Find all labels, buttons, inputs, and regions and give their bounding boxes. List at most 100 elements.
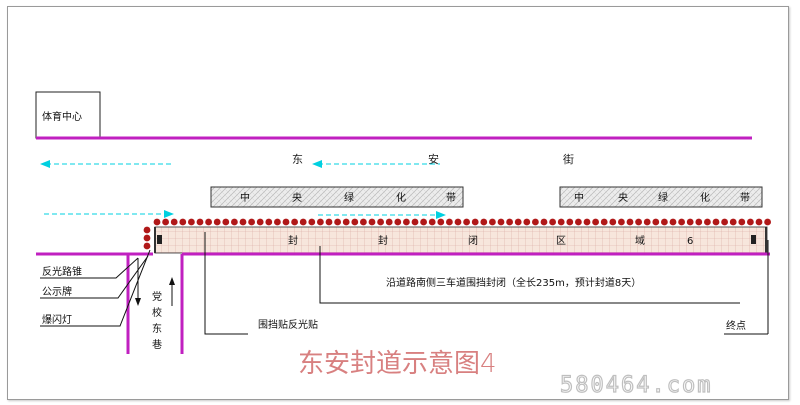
cone-icon: [729, 218, 737, 226]
cone-icon: [385, 218, 393, 226]
arrowhead-icon: [312, 160, 322, 168]
cone-icon: [282, 218, 290, 226]
side-street-label: 党校东巷: [152, 290, 162, 351]
diagram-title: 东安封道示意图4: [298, 349, 497, 379]
cone-icon: [143, 234, 151, 242]
cone-icon: [747, 218, 754, 226]
cone-icon: [506, 218, 513, 226]
cone-icon: [454, 218, 462, 226]
cone-icon: [377, 218, 384, 226]
cone-icon: [643, 218, 651, 226]
cone-icon: [437, 218, 445, 226]
cone-icon: [661, 218, 668, 226]
barrier-reflector-label: 围挡贴反光贴: [258, 318, 318, 331]
closure-zone: [154, 226, 768, 254]
closure-char-2: 封: [378, 234, 388, 247]
svg-text:带: 带: [446, 192, 456, 204]
cone-icon: [549, 218, 556, 226]
leader-lines-left: [40, 249, 151, 327]
cone-icon: [143, 242, 151, 250]
svg-text:化: 化: [700, 191, 710, 204]
cone-icon: [532, 218, 539, 226]
central-median-left: 中 央 绿 化 带: [210, 186, 464, 208]
cone-icon: [695, 218, 703, 226]
cone-icon: [274, 218, 281, 226]
cone-icon: [342, 218, 350, 226]
diagram-frame: [7, 6, 789, 400]
reflective-cones: [143, 218, 771, 250]
cone-icon: [368, 218, 376, 226]
svg-text:央: 央: [292, 191, 302, 204]
cone-icon: [635, 218, 642, 226]
cone-icon: [428, 218, 436, 226]
cone-icon: [143, 226, 151, 234]
cone-icon: [575, 218, 582, 226]
cone-icon: [446, 218, 453, 226]
cone-icon: [626, 218, 634, 226]
cone-icon: [514, 218, 522, 226]
closure-char-5: 域: [635, 234, 645, 247]
cone-icon: [678, 218, 685, 226]
cone-icon: [360, 218, 367, 226]
closure-char-4: 区: [556, 235, 566, 247]
cone-icon: [618, 218, 625, 226]
cone-icon: [403, 218, 410, 226]
arrow-up-icon: [169, 277, 175, 285]
cone-icon: [265, 218, 273, 226]
arrowhead-icon: [40, 160, 50, 168]
cone-icon: [231, 218, 238, 226]
flash-light-label: 爆闪灯: [42, 313, 72, 326]
cone-icon: [394, 218, 402, 226]
barrier-leader: [204, 232, 248, 335]
cone-icon: [420, 218, 427, 226]
cone-icon: [566, 218, 574, 226]
cone-icon: [600, 218, 608, 226]
cone-icon: [764, 218, 771, 226]
svg-text:带: 带: [740, 192, 750, 204]
closure-char-1: 封: [288, 234, 298, 247]
end-point-label: 终点: [726, 319, 746, 332]
cone-icon: [411, 218, 419, 226]
cone-icon: [299, 218, 307, 226]
cone-icon: [317, 218, 324, 226]
cone-icon: [196, 218, 204, 226]
cone-icon: [463, 218, 470, 226]
svg-text:中: 中: [574, 191, 584, 204]
cone-icon: [325, 218, 333, 226]
cone-icon: [248, 218, 256, 226]
cone-icon: [721, 218, 728, 226]
cone-icon: [153, 218, 161, 226]
svg-text:党校东巷: 党校东巷: [152, 290, 162, 351]
road-name-char-2: 安: [428, 152, 439, 166]
cone-icon: [179, 218, 187, 226]
cone-icon: [170, 218, 178, 226]
arrowhead-icon: [436, 211, 446, 219]
cone-icon: [239, 218, 247, 226]
cone-icon: [583, 218, 591, 226]
arrow-down-icon: [135, 298, 141, 306]
flash-light-left: [157, 235, 162, 244]
cone-icon: [480, 218, 488, 226]
svg-text:绿: 绿: [344, 191, 354, 204]
cone-icon: [704, 218, 711, 226]
road-name-char-3: 街: [563, 152, 574, 166]
svg-text:化: 化: [396, 191, 406, 204]
cone-icon: [471, 218, 479, 226]
arrowhead-icon: [164, 210, 174, 218]
cone-icon: [652, 218, 660, 226]
central-median-right: 中 央 绿 化 带: [559, 186, 763, 208]
flash-light-right: [751, 235, 756, 244]
cone-icon: [256, 218, 264, 226]
svg-text:绿: 绿: [658, 191, 668, 204]
cone-icon: [497, 218, 505, 226]
closure-description: 沿道路南侧三车道围挡封闭（全长235m，预计封道8天）: [386, 276, 641, 289]
traffic-arrows: [40, 160, 446, 219]
cone-icon: [686, 218, 694, 226]
cone-icon: [755, 218, 763, 226]
cone-icon: [738, 218, 746, 226]
cone-icon: [557, 218, 565, 226]
sports-center-label: 体育中心: [42, 110, 82, 123]
cone-icon: [609, 218, 617, 226]
closure-zone-number: 6: [687, 236, 693, 247]
cone-icon: [222, 218, 230, 226]
